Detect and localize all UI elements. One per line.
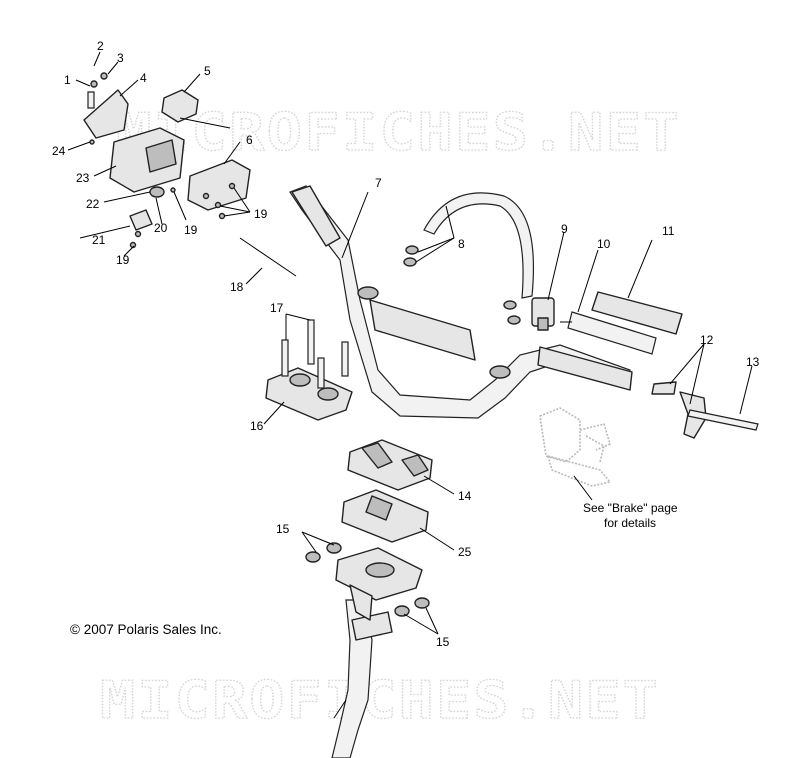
callout-19-b: 19 xyxy=(184,223,198,237)
callout-3: 3 xyxy=(117,51,124,65)
nuts-15 xyxy=(305,542,430,617)
callout-25: 25 xyxy=(458,545,472,559)
bracket-4 xyxy=(83,89,129,139)
callout-20: 20 xyxy=(154,221,168,235)
callout-6: 6 xyxy=(246,133,253,147)
watermark-bottom: MICROFICHES.NET xyxy=(100,671,660,731)
callout-labels: 1 2 3 4 5 6 7 8 9 10 11 12 13 14 15 15 1… xyxy=(52,39,760,649)
lever-12 xyxy=(651,381,707,439)
callout-15-left: 15 xyxy=(276,522,290,536)
callout-10: 10 xyxy=(597,237,611,251)
callout-16: 16 xyxy=(250,419,264,433)
small-parts xyxy=(89,72,236,249)
cable-guard-8 xyxy=(403,192,535,325)
callout-11: 11 xyxy=(662,224,675,238)
callout-2: 2 xyxy=(97,39,104,53)
callout-22: 22 xyxy=(86,197,100,211)
callout-15-right: 15 xyxy=(436,635,450,649)
switch-5 xyxy=(161,89,231,129)
callout-23: 23 xyxy=(76,171,90,185)
callout-8: 8 xyxy=(458,237,465,251)
callout-14: 14 xyxy=(458,489,472,503)
callout-21: 21 xyxy=(92,233,106,247)
lower-clamp-25 xyxy=(341,489,429,543)
throttle-block-9 xyxy=(531,297,555,331)
callout-18: 18 xyxy=(230,280,244,294)
upper-clamp-14 xyxy=(347,439,433,491)
leader-lines xyxy=(67,51,753,635)
pin-13 xyxy=(687,409,759,431)
steering-mount-plate xyxy=(335,547,423,621)
watermark-top: MICROFICHES.NET xyxy=(116,103,681,163)
callout-5: 5 xyxy=(204,64,211,78)
callout-13: 13 xyxy=(746,355,760,369)
handlebar-clamp-16 xyxy=(265,319,353,421)
callout-1: 1 xyxy=(64,73,71,87)
copyright: © 2007 Polaris Sales Inc. xyxy=(70,622,222,637)
brake-assembly-ghost xyxy=(539,407,612,501)
switch-housing-23 xyxy=(109,127,185,193)
callout-9: 9 xyxy=(561,222,568,236)
steering-column xyxy=(331,599,393,758)
cable-18 xyxy=(239,237,297,277)
handlebar-7 xyxy=(289,185,633,419)
callout-19-a: 19 xyxy=(254,207,268,221)
grip-11 xyxy=(591,291,683,335)
callout-12: 12 xyxy=(700,333,714,347)
callout-24: 24 xyxy=(52,144,66,158)
callout-17: 17 xyxy=(270,301,284,315)
sleeve-10 xyxy=(560,311,657,355)
brake-note-line1: See "Brake" page xyxy=(583,501,678,515)
callout-7: 7 xyxy=(375,176,382,190)
callout-4: 4 xyxy=(140,71,147,85)
brake-note-line2: for details xyxy=(604,516,656,530)
callout-19-c: 19 xyxy=(116,253,130,267)
